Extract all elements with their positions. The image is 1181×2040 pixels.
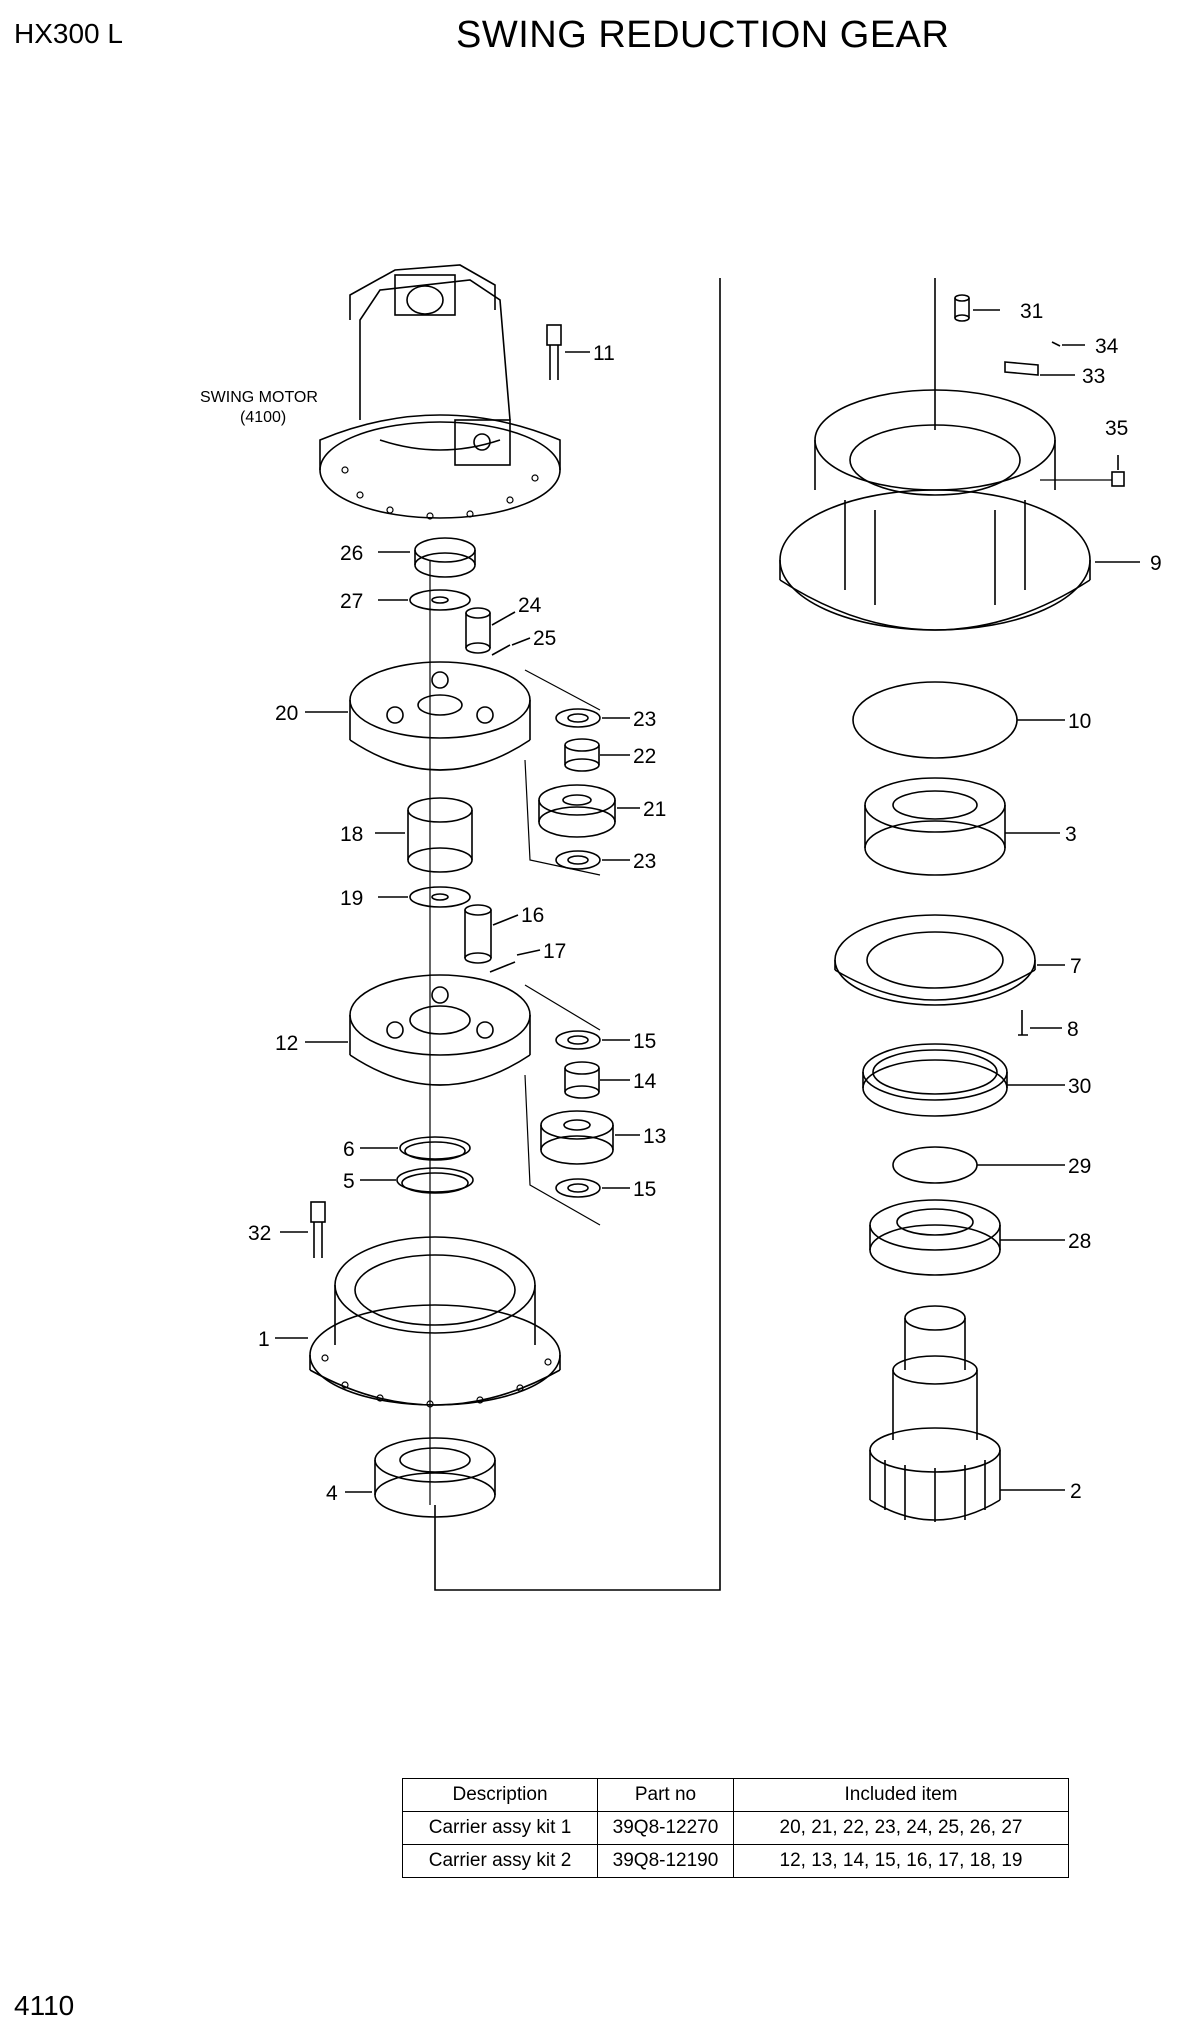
callout-33: 33	[1082, 365, 1105, 388]
callout-24: 24	[518, 594, 542, 617]
callout-16: 16	[521, 904, 544, 927]
callout-34: 34	[1095, 335, 1119, 358]
part-8-bolt	[1018, 1010, 1028, 1036]
callout-23-bottom: 23	[633, 850, 656, 873]
row-1-included-items: 20, 21, 22, 23, 24, 25, 26, 27	[733, 1811, 1069, 1845]
part-9-housing	[779, 389, 1091, 631]
part-20-carrier	[349, 661, 531, 771]
part-27-washer	[409, 589, 471, 611]
callout-7: 7	[1070, 955, 1082, 978]
callout-31: 31	[1020, 300, 1043, 323]
callout-8: 8	[1067, 1018, 1079, 1041]
part-14-needle-bearing	[564, 1061, 600, 1099]
carrier-kit-table: Description Part no Included item Carrie…	[402, 1778, 1069, 1878]
part-23-thrust-washer-bottom	[555, 850, 601, 870]
page-title: SWING REDUCTION GEAR	[456, 14, 950, 56]
part-3-roller-bearing	[864, 777, 1006, 876]
callout-21: 21	[643, 798, 666, 821]
part-5-ring	[396, 1167, 474, 1194]
part-26-sun-gear	[414, 537, 476, 578]
part-21-planet-gear	[538, 784, 616, 838]
table-row: Carrier assy kit 1 39Q8-12270 20, 21, 22…	[402, 1811, 1069, 1845]
part-19-washer	[409, 886, 471, 908]
callout-15-bottom: 15	[633, 1178, 656, 1201]
part-34-screw	[1051, 341, 1061, 347]
part-7-cover	[834, 914, 1036, 1006]
part-31-pin	[954, 294, 970, 322]
callout-32: 32	[248, 1222, 271, 1245]
part-4-roller-bearing	[374, 1437, 496, 1518]
part-12-carrier	[349, 974, 531, 1086]
part-10-o-ring	[852, 681, 1018, 759]
callout-22: 22	[633, 745, 656, 768]
row-1-part-no: 39Q8-12270	[597, 1811, 734, 1845]
row-1-description: Carrier assy kit 1	[402, 1811, 598, 1845]
part-33-name-plate	[1004, 361, 1039, 376]
part-1-ring-gear	[309, 1236, 561, 1408]
part-32-bolt	[310, 1201, 326, 1258]
callout-15-top: 15	[633, 1030, 656, 1053]
page-number: 4110	[14, 1990, 75, 2021]
callout-28: 28	[1068, 1230, 1091, 1253]
model-name: HX300 L	[14, 18, 123, 49]
row-2-description: Carrier assy kit 2	[402, 1844, 598, 1878]
swing-motor-label: SWING MOTOR	[200, 389, 318, 406]
part-35-plug	[1111, 471, 1125, 487]
part-16-pin	[464, 904, 492, 964]
header-part-no: Part no	[597, 1778, 734, 1812]
part-15-thrust-washer-bottom	[555, 1178, 601, 1198]
part-6-ring	[399, 1136, 471, 1161]
callout-4: 4	[326, 1482, 338, 1505]
callout-23-top: 23	[633, 708, 656, 731]
header-included-item: Included item	[733, 1778, 1069, 1812]
row-2-part-no: 39Q8-12190	[597, 1844, 734, 1878]
callout-17: 17	[543, 940, 566, 963]
callout-13: 13	[643, 1125, 666, 1148]
swing-motor-drawing	[319, 264, 561, 520]
part-23-thrust-washer-top	[555, 708, 601, 728]
callout-25: 25	[533, 627, 556, 650]
callout-20: 20	[275, 702, 298, 725]
callout-6: 6	[343, 1138, 355, 1161]
part-11-bolt	[546, 324, 562, 380]
part-24-pin	[465, 607, 491, 654]
swing-motor-ref: (4100)	[240, 409, 286, 426]
callout-2: 2	[1070, 1480, 1082, 1503]
part-13-planet-gear	[540, 1110, 614, 1165]
callout-30: 30	[1068, 1075, 1091, 1098]
part-25-spring-pin	[491, 644, 511, 656]
callout-3: 3	[1065, 823, 1077, 846]
callout-11: 11	[593, 342, 615, 365]
callout-5: 5	[343, 1170, 355, 1193]
callout-27: 27	[340, 590, 363, 613]
callout-10: 10	[1068, 710, 1091, 733]
callout-29: 29	[1068, 1155, 1091, 1178]
part-22-needle-bearing	[564, 738, 600, 772]
assembly-connector-line	[434, 278, 721, 1591]
callout-19: 19	[340, 887, 363, 910]
row-2-included-items: 12, 13, 14, 15, 16, 17, 18, 19	[733, 1844, 1069, 1878]
part-29-o-ring	[892, 1146, 978, 1184]
table-row: Carrier assy kit 2 39Q8-12190 12, 13, 14…	[402, 1844, 1069, 1878]
callout-1: 1	[258, 1328, 270, 1351]
part-2-drive-shaft	[869, 1305, 1001, 1522]
part-17-spring-pin	[489, 961, 516, 973]
part-30-oil-seal	[862, 1043, 1008, 1117]
callout-35: 35	[1105, 417, 1128, 440]
callout-14: 14	[633, 1070, 657, 1093]
header-description: Description	[402, 1778, 598, 1812]
part-15-thrust-washer-top	[555, 1030, 601, 1050]
callout-9: 9	[1150, 552, 1162, 575]
part-28-collar	[869, 1199, 1001, 1276]
callout-12: 12	[275, 1032, 298, 1055]
part-18-sun-gear	[407, 797, 473, 873]
callout-18: 18	[340, 823, 363, 846]
table-header-row: Description Part no Included item	[402, 1778, 1069, 1812]
callout-26: 26	[340, 542, 363, 565]
